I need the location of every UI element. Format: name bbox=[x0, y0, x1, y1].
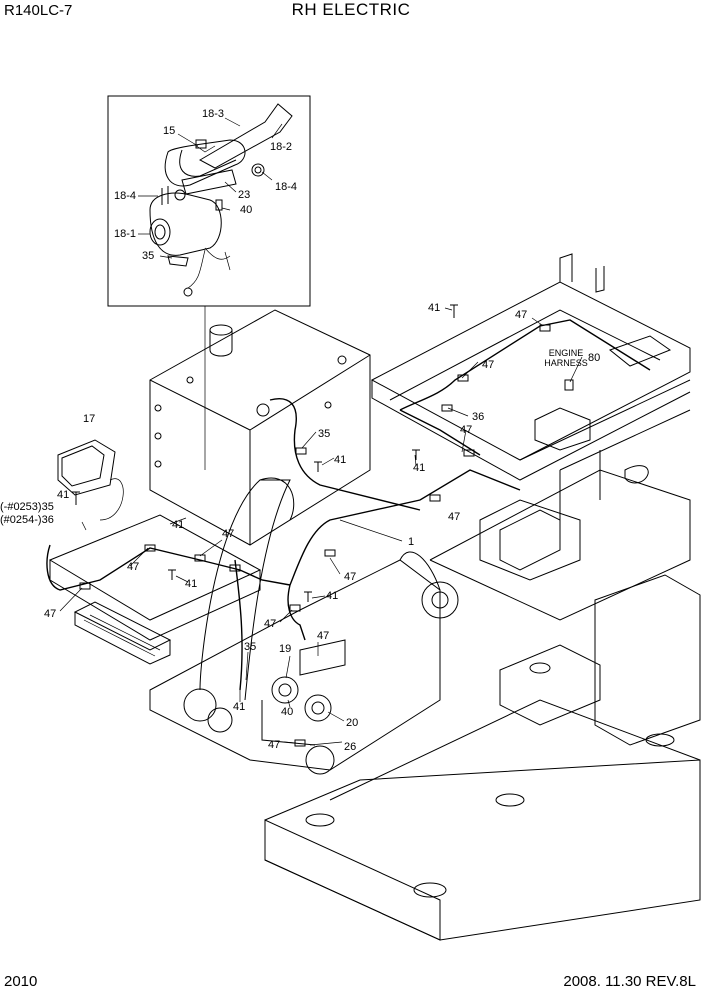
callout-label: 35 bbox=[318, 428, 330, 440]
page-title: RH ELECTRIC bbox=[291, 0, 411, 19]
callout-label: 1 bbox=[408, 536, 414, 548]
callout-label: 18-1 bbox=[114, 228, 136, 240]
callout-label: 41 bbox=[57, 489, 69, 501]
callout-label: 80 bbox=[588, 352, 600, 364]
callout-label: 47 bbox=[344, 571, 356, 583]
upper-frame bbox=[370, 253, 691, 520]
callout-label: 17 bbox=[83, 413, 95, 425]
inset-leaders bbox=[138, 117, 283, 259]
callout-label: 47 bbox=[222, 528, 234, 540]
callout-label: 41 bbox=[233, 701, 245, 713]
callout-label: 40 bbox=[281, 706, 293, 718]
wire-harness bbox=[46, 319, 651, 691]
callout-label: 41 bbox=[334, 454, 346, 466]
engine-harness-label-line2: HARNESS bbox=[544, 358, 588, 368]
callout-label: 47 bbox=[460, 424, 472, 436]
callout-label: 41 bbox=[172, 519, 184, 531]
callout-labels: 18-3 15 18-2 18-4 23 18-4 40 18-1 35 41 … bbox=[0, 108, 600, 753]
callout-label: 20 bbox=[346, 717, 358, 729]
callout-label: 47 bbox=[448, 511, 460, 523]
callout-label: 47 bbox=[127, 561, 139, 573]
leader-lines bbox=[59, 307, 583, 746]
callout-label: 18-2 bbox=[270, 141, 292, 153]
horns bbox=[261, 639, 346, 746]
callout-label: 35 bbox=[142, 250, 154, 262]
model-code: R140LC-7 bbox=[4, 2, 73, 19]
callout-label: 41 bbox=[413, 462, 425, 474]
callout-label: 36 bbox=[472, 411, 484, 423]
detail-inset bbox=[107, 95, 311, 470]
callout-label: 19 bbox=[279, 643, 291, 655]
bottom-frame bbox=[264, 574, 701, 941]
callout-label: 15 bbox=[163, 125, 175, 137]
callout-label: 47 bbox=[317, 630, 329, 642]
work-lamp bbox=[57, 439, 124, 521]
callout-label: 47 bbox=[268, 739, 280, 751]
engine-harness-label-line1: ENGINE bbox=[549, 348, 584, 358]
callout-label: (#0254-)36 bbox=[0, 514, 54, 526]
callout-label: 35 bbox=[244, 641, 256, 653]
fuel-tank bbox=[149, 309, 371, 546]
callout-label: 47 bbox=[44, 608, 56, 620]
callout-label: 23 bbox=[238, 189, 250, 201]
bolts bbox=[72, 304, 458, 602]
pump-assembly bbox=[149, 103, 293, 297]
callout-label: 47 bbox=[515, 309, 527, 321]
page-number: 2010 bbox=[4, 973, 38, 990]
callout-label: 18-4 bbox=[275, 181, 297, 193]
callout-label: 41 bbox=[326, 590, 338, 602]
callout-label: 26 bbox=[344, 741, 356, 753]
callout-label: 18-4 bbox=[114, 190, 136, 202]
inset-frame bbox=[107, 95, 311, 307]
callout-label: 47 bbox=[264, 618, 276, 630]
callout-label: 40 bbox=[240, 204, 252, 216]
boom-structure bbox=[149, 469, 691, 775]
callout-label: 18-3 bbox=[202, 108, 224, 120]
revision-date: 2008. 11.30 REV.8L bbox=[563, 973, 696, 990]
callout-label: (-#0253)35 bbox=[0, 501, 54, 513]
callout-label: 41 bbox=[185, 578, 197, 590]
callout-label: 47 bbox=[482, 359, 494, 371]
wire-clamps bbox=[79, 324, 574, 747]
callout-label: 41 bbox=[428, 302, 440, 314]
